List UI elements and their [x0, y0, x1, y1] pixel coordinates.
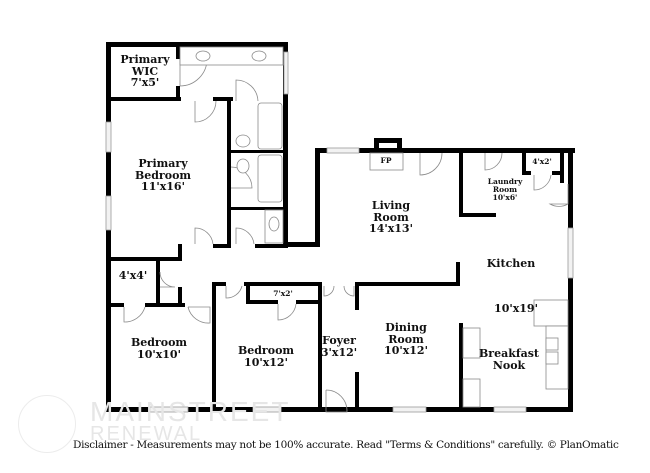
room-label-bedroom-3: Bedroom 10'x12'	[238, 345, 294, 368]
room-label-foyer: Foyer 3'x12'	[321, 335, 357, 358]
toilet-icon	[235, 134, 251, 148]
room-name: Nook	[492, 358, 526, 372]
room-dims: 7'x5'	[130, 76, 160, 90]
interior-walls	[106, 47, 573, 412]
mainstreet-logo-icon	[18, 395, 76, 453]
room-dims: 10'x10'	[137, 347, 181, 361]
watermark-line1: MAINSTREET	[90, 396, 291, 427]
room-dims: 10'x12'	[384, 344, 428, 358]
room-label-laundry-room: Laundry Room 10'x6'	[488, 178, 523, 202]
room-name: Laundry	[487, 177, 523, 186]
toilet-icon	[236, 158, 250, 174]
room-name: Breakfast	[479, 347, 539, 360]
sink-icon	[268, 216, 280, 232]
room-name: Room	[373, 210, 409, 224]
fixtures	[179, 46, 569, 408]
room-name: WIC	[131, 64, 159, 78]
room-label-dining-room: Dining Room 10'x12'	[384, 322, 428, 357]
room-name: Bedroom	[134, 168, 192, 182]
room-dims: 10'x6'	[492, 192, 518, 202]
room-name: Room	[492, 184, 518, 194]
room-dims: 14'x13'	[369, 222, 413, 236]
room-label-kitchen-dims: 10'x19'	[494, 302, 538, 315]
bathtub-icon	[257, 154, 283, 203]
room-label-laundry-closet: 4'x2'	[532, 157, 552, 166]
room-name: Bedroom	[130, 336, 188, 349]
room-name: Living	[371, 199, 411, 212]
windows	[105, 51, 574, 413]
sink-icon	[251, 50, 267, 62]
room-label-bedroom-2: Bedroom 10'x10'	[131, 337, 187, 360]
room-label-primary-wic: Primary WIC 7'x5'	[120, 54, 169, 89]
disclaimer-text: Disclaimer - Measurements may not be 100…	[73, 439, 619, 451]
room-label-kitchen: Kitchen	[486, 257, 536, 270]
room-dims: 10'x12'	[244, 355, 288, 369]
watermark: MAINSTREET RENEWAL	[90, 396, 291, 445]
bathtub-icon	[257, 102, 283, 150]
room-name: Room	[388, 332, 424, 346]
room-name: Foyer	[322, 334, 356, 347]
room-label-breakfast-nook: Breakfast Nook	[479, 348, 539, 371]
watermark-line2: RENEWAL	[90, 423, 203, 445]
room-dims: 3'x12'	[320, 345, 358, 359]
room-dims: 11'x16'	[141, 180, 185, 194]
room-label-living-room: Living Room 14'x13'	[369, 200, 413, 235]
fireplace-icon	[369, 152, 404, 171]
fireplace-label: FP	[380, 156, 392, 165]
room-label-primary-bedroom: Primary Bedroom 11'x16'	[135, 158, 191, 193]
room-label-bedroom-3-closet: 7'x2'	[273, 289, 293, 298]
room-label-hall-closet: 4'x4'	[118, 269, 148, 282]
sink-icon	[195, 50, 211, 62]
room-name: Primary	[120, 53, 170, 66]
room-name: Bedroom	[237, 344, 295, 357]
room-name: Dining	[385, 321, 427, 334]
room-name: Primary	[138, 157, 188, 170]
